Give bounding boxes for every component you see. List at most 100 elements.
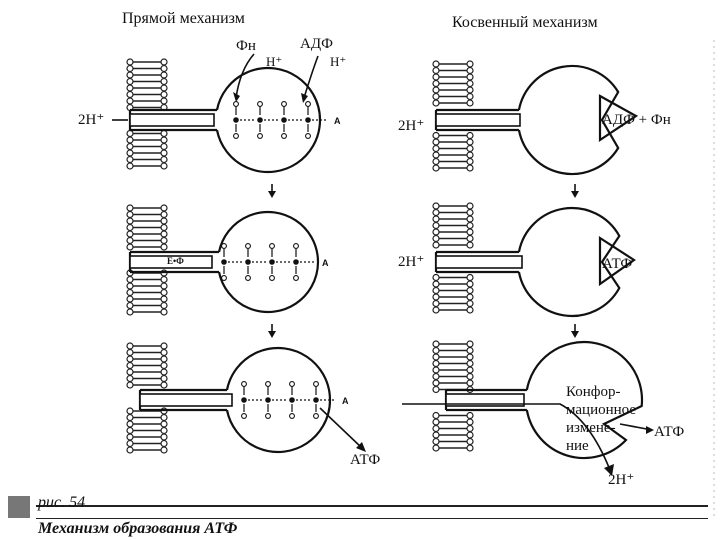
- lipid-head-outer: [126, 162, 134, 170]
- heading-indirect: Косвенный механизм: [452, 14, 598, 31]
- phosphorus-atom: [305, 117, 311, 123]
- channel-rod: [435, 255, 523, 269]
- oxygen-atom: [245, 243, 251, 249]
- lipid-head-inner: [466, 60, 474, 68]
- lipid-head-inner: [160, 288, 168, 297]
- channel-rod: [139, 393, 233, 407]
- lipid-head-inner: [160, 71, 168, 79]
- phosphorus-atom: [233, 117, 239, 123]
- lipid-head-inner: [160, 149, 168, 157]
- lipid-head-inner: [160, 413, 168, 422]
- lipid-head-inner: [160, 97, 168, 105]
- oxygen-atom: [269, 243, 275, 249]
- lipid-head-inner: [160, 361, 168, 370]
- lipid-head-outer: [432, 131, 440, 140]
- lipid-head-outer: [126, 439, 134, 448]
- oxygen-atom: [241, 381, 247, 387]
- lipid-head-inner: [160, 342, 168, 350]
- atp-label-indirect-2: АТФ: [602, 256, 633, 272]
- chain-group: A A A: [221, 101, 349, 419]
- oxygen-atom: [269, 275, 275, 281]
- lipid-head-inner: [160, 301, 168, 310]
- phosphorus-atom: [281, 117, 287, 123]
- lipid-head-outer: [126, 236, 134, 245]
- conformation-line-2: мационное: [566, 402, 636, 418]
- lipid-head-outer: [126, 149, 134, 157]
- phosphorus-atom: [293, 259, 299, 265]
- lipid-head-outer: [432, 164, 440, 172]
- lipid-head-inner: [160, 355, 168, 363]
- oxygen-atom: [293, 275, 299, 281]
- adenosine-letter: A: [334, 116, 341, 126]
- figure-title: Механизм образования АТФ: [38, 520, 238, 537]
- oxygen-atom: [281, 133, 287, 139]
- lipid-head-outer: [432, 151, 440, 159]
- step-arrow-4-head: [571, 331, 579, 338]
- phosphate-chain-atp: A: [241, 381, 349, 419]
- adp-pi-label: АДФ + Фн: [602, 112, 671, 128]
- lipid-head-inner: [160, 236, 168, 245]
- lipid-head-outer: [432, 73, 440, 81]
- lipid-head-outer: [432, 372, 440, 381]
- lipid-head-inner: [466, 228, 474, 236]
- phosphorus-atom: [221, 259, 227, 265]
- proton-path-arrow-head: [604, 464, 614, 476]
- heading-direct: Прямой механизм: [122, 10, 245, 27]
- lipid-head-outer: [126, 64, 134, 73]
- lipid-head-outer: [432, 346, 440, 355]
- lipid-head-inner: [466, 131, 474, 140]
- oxygen-atom: [221, 275, 227, 281]
- adenosine-letter: A: [322, 258, 329, 268]
- oxygen-atom: [233, 133, 239, 139]
- lipid-head-inner: [466, 66, 474, 75]
- lipid-head-inner: [466, 221, 474, 230]
- oxygen-atom: [257, 101, 263, 107]
- lipid-head-inner: [160, 439, 168, 448]
- lipid-head-outer: [432, 157, 440, 166]
- lipid-head-outer: [126, 230, 134, 238]
- atp-label-direct: АТФ: [350, 452, 381, 468]
- lipid-bilayer: [432, 202, 474, 314]
- phosphate-chain-adp: A: [233, 101, 341, 139]
- lipid-head-outer: [126, 97, 134, 105]
- lipid-head-inner: [160, 368, 168, 376]
- phosphorus-atom: [245, 259, 251, 265]
- lipid-head-inner: [160, 381, 168, 389]
- lipid-head-outer: [432, 273, 440, 282]
- phosphorus-atom: [257, 117, 263, 123]
- lipid-head-inner: [466, 73, 474, 81]
- step-arrow-2-head: [268, 331, 276, 338]
- vesicle-body: [225, 346, 332, 454]
- lipid-head-inner: [466, 215, 474, 223]
- lipid-bilayer: [432, 340, 474, 452]
- step-arrow-3-head: [571, 191, 579, 198]
- lipid-head-inner: [160, 204, 168, 212]
- lipid-head-outer: [126, 223, 134, 232]
- lipid-head-outer: [126, 295, 134, 303]
- lipid-head-outer: [432, 340, 440, 348]
- lipid-head-inner: [160, 142, 168, 151]
- oxygen-atom: [289, 413, 295, 419]
- phosphate-chain-atp-bound: A: [221, 243, 329, 281]
- lipid-head-outer: [432, 366, 440, 374]
- lipid-head-inner: [160, 155, 168, 164]
- lipid-head-inner: [466, 379, 474, 387]
- lipid-head-inner: [466, 411, 474, 420]
- lipid-head-inner: [466, 202, 474, 210]
- two-h-indirect-3: 2Н⁺: [608, 472, 635, 488]
- phosphorus-atom: [269, 259, 275, 265]
- lipid-head-outer: [432, 144, 440, 153]
- lipid-head-outer: [432, 286, 440, 295]
- lipid-head-inner: [160, 446, 168, 454]
- lipid-head-inner: [160, 420, 168, 428]
- lipid-head-outer: [126, 348, 134, 357]
- proton-path-arrow: [402, 403, 611, 471]
- lipid-head-inner: [466, 234, 474, 243]
- lipid-head-inner: [160, 58, 168, 66]
- lipid-head-inner: [466, 366, 474, 374]
- lipid-head-outer: [126, 433, 134, 441]
- conformation-line-1: Конфор-: [566, 384, 621, 400]
- adp-in-arrow-head: [301, 93, 308, 103]
- lipid-head-outer: [432, 379, 440, 387]
